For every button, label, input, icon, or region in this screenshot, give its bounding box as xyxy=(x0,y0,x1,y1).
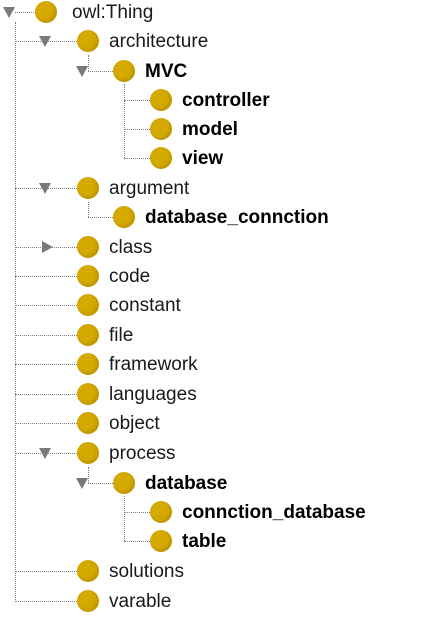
tree-connector xyxy=(15,276,77,277)
class-circle-icon xyxy=(77,324,99,346)
class-circle-icon xyxy=(150,118,172,140)
class-circle-icon xyxy=(150,501,172,523)
tree-node-object[interactable]: object xyxy=(109,413,160,434)
tree-node-code[interactable]: code xyxy=(109,266,151,287)
tree-connector xyxy=(124,496,125,541)
tree-node-constant[interactable]: constant xyxy=(109,295,181,316)
class-circle-icon xyxy=(77,236,99,258)
class-circle-icon xyxy=(113,60,135,82)
tree-node-connction-database[interactable]: connction_database xyxy=(182,502,366,523)
tree-connector xyxy=(15,305,77,306)
collapse-toggle-architecture[interactable] xyxy=(39,36,51,47)
tree-node-class[interactable]: class xyxy=(109,237,153,258)
class-circle-icon xyxy=(150,89,172,111)
tree-node-argument[interactable]: argument xyxy=(109,178,190,199)
tree-node-owl-thing[interactable]: owl:Thing xyxy=(72,2,154,23)
tree-connector xyxy=(88,55,89,71)
class-circle-icon xyxy=(77,265,99,287)
tree-node-mvc[interactable]: MVC xyxy=(145,61,188,82)
tree-connector xyxy=(15,601,77,602)
collapse-toggle-process[interactable] xyxy=(39,448,51,459)
tree-connector xyxy=(88,217,113,218)
tree-connector xyxy=(15,22,16,602)
tree-node-solutions[interactable]: solutions xyxy=(109,561,184,582)
class-circle-icon xyxy=(77,442,99,464)
class-circle-icon xyxy=(113,206,135,228)
tree-node-languages[interactable]: languages xyxy=(109,384,197,405)
expand-toggle-class[interactable] xyxy=(42,241,53,253)
class-circle-icon xyxy=(77,353,99,375)
tree-node-controller[interactable]: controller xyxy=(182,90,270,111)
tree-connector xyxy=(124,84,125,158)
tree-node-file[interactable]: file xyxy=(109,325,134,346)
class-circle-icon xyxy=(77,560,99,582)
class-circle-icon xyxy=(77,383,99,405)
class-circle-icon xyxy=(35,1,57,23)
tree-connector xyxy=(88,467,89,483)
tree-node-varable[interactable]: varable xyxy=(109,591,172,612)
tree-connector xyxy=(15,394,77,395)
tree-connector xyxy=(15,12,34,13)
class-circle-icon xyxy=(77,294,99,316)
class-circle-icon xyxy=(150,147,172,169)
tree-node-database-connction[interactable]: database_connction xyxy=(145,207,329,228)
tree-node-model[interactable]: model xyxy=(182,119,238,140)
class-circle-icon xyxy=(113,472,135,494)
tree-connector xyxy=(15,364,77,365)
class-circle-icon xyxy=(77,177,99,199)
tree-connector xyxy=(124,100,150,101)
tree-connector xyxy=(15,335,77,336)
collapse-toggle-mvc[interactable] xyxy=(76,66,88,77)
tree-connector xyxy=(88,202,89,217)
tree-connector xyxy=(124,129,150,130)
tree-node-database[interactable]: database xyxy=(145,473,228,494)
tree-connector xyxy=(15,571,77,572)
class-circle-icon xyxy=(77,590,99,612)
tree-connector xyxy=(124,158,150,159)
tree-node-view[interactable]: view xyxy=(182,148,224,169)
collapse-toggle-owl-thing[interactable] xyxy=(3,7,15,18)
tree-connector xyxy=(15,423,77,424)
collapse-toggle-argument[interactable] xyxy=(39,183,51,194)
class-circle-icon xyxy=(150,530,172,552)
tree-node-table[interactable]: table xyxy=(182,531,227,552)
class-circle-icon xyxy=(77,30,99,52)
collapse-toggle-database[interactable] xyxy=(76,478,88,489)
class-circle-icon xyxy=(77,412,99,434)
tree-connector xyxy=(124,512,150,513)
tree-node-process[interactable]: process xyxy=(109,443,176,464)
tree-connector xyxy=(88,483,113,484)
tree-connector xyxy=(124,541,150,542)
tree-node-architecture[interactable]: architecture xyxy=(109,31,209,52)
tree-node-framework[interactable]: framework xyxy=(109,354,198,375)
tree-connector xyxy=(88,71,113,72)
